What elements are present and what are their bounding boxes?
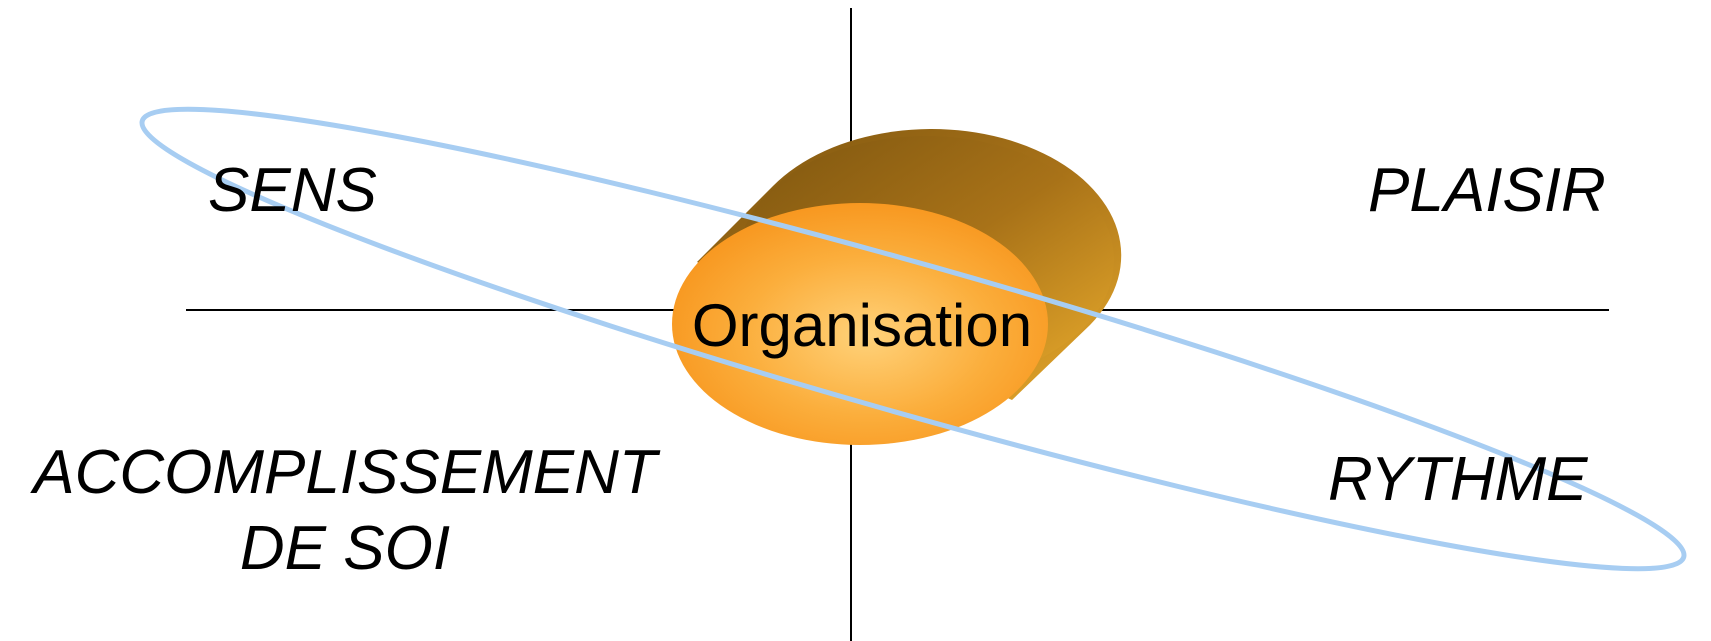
quadrant-label-accomplissement-line1: ACCOMPLISSEMENT [33,438,657,507]
quadrant-label-rythme: RYTHME [1328,445,1588,514]
disc-top-face [672,203,1048,445]
orbit-ring [139,106,1687,572]
quadrant-label-accomplissement-line2: DE SOI [239,514,451,583]
quadrant-label-plaisir: PLAISIR [1368,156,1606,225]
quadrant-label-accomplissement: ACCOMPLISSEMENT DE SOI [15,435,675,587]
quadrant-label-sens: SENS [208,156,377,225]
center-label-organisation: Organisation [691,292,1033,359]
organisation-disc [672,129,1122,445]
